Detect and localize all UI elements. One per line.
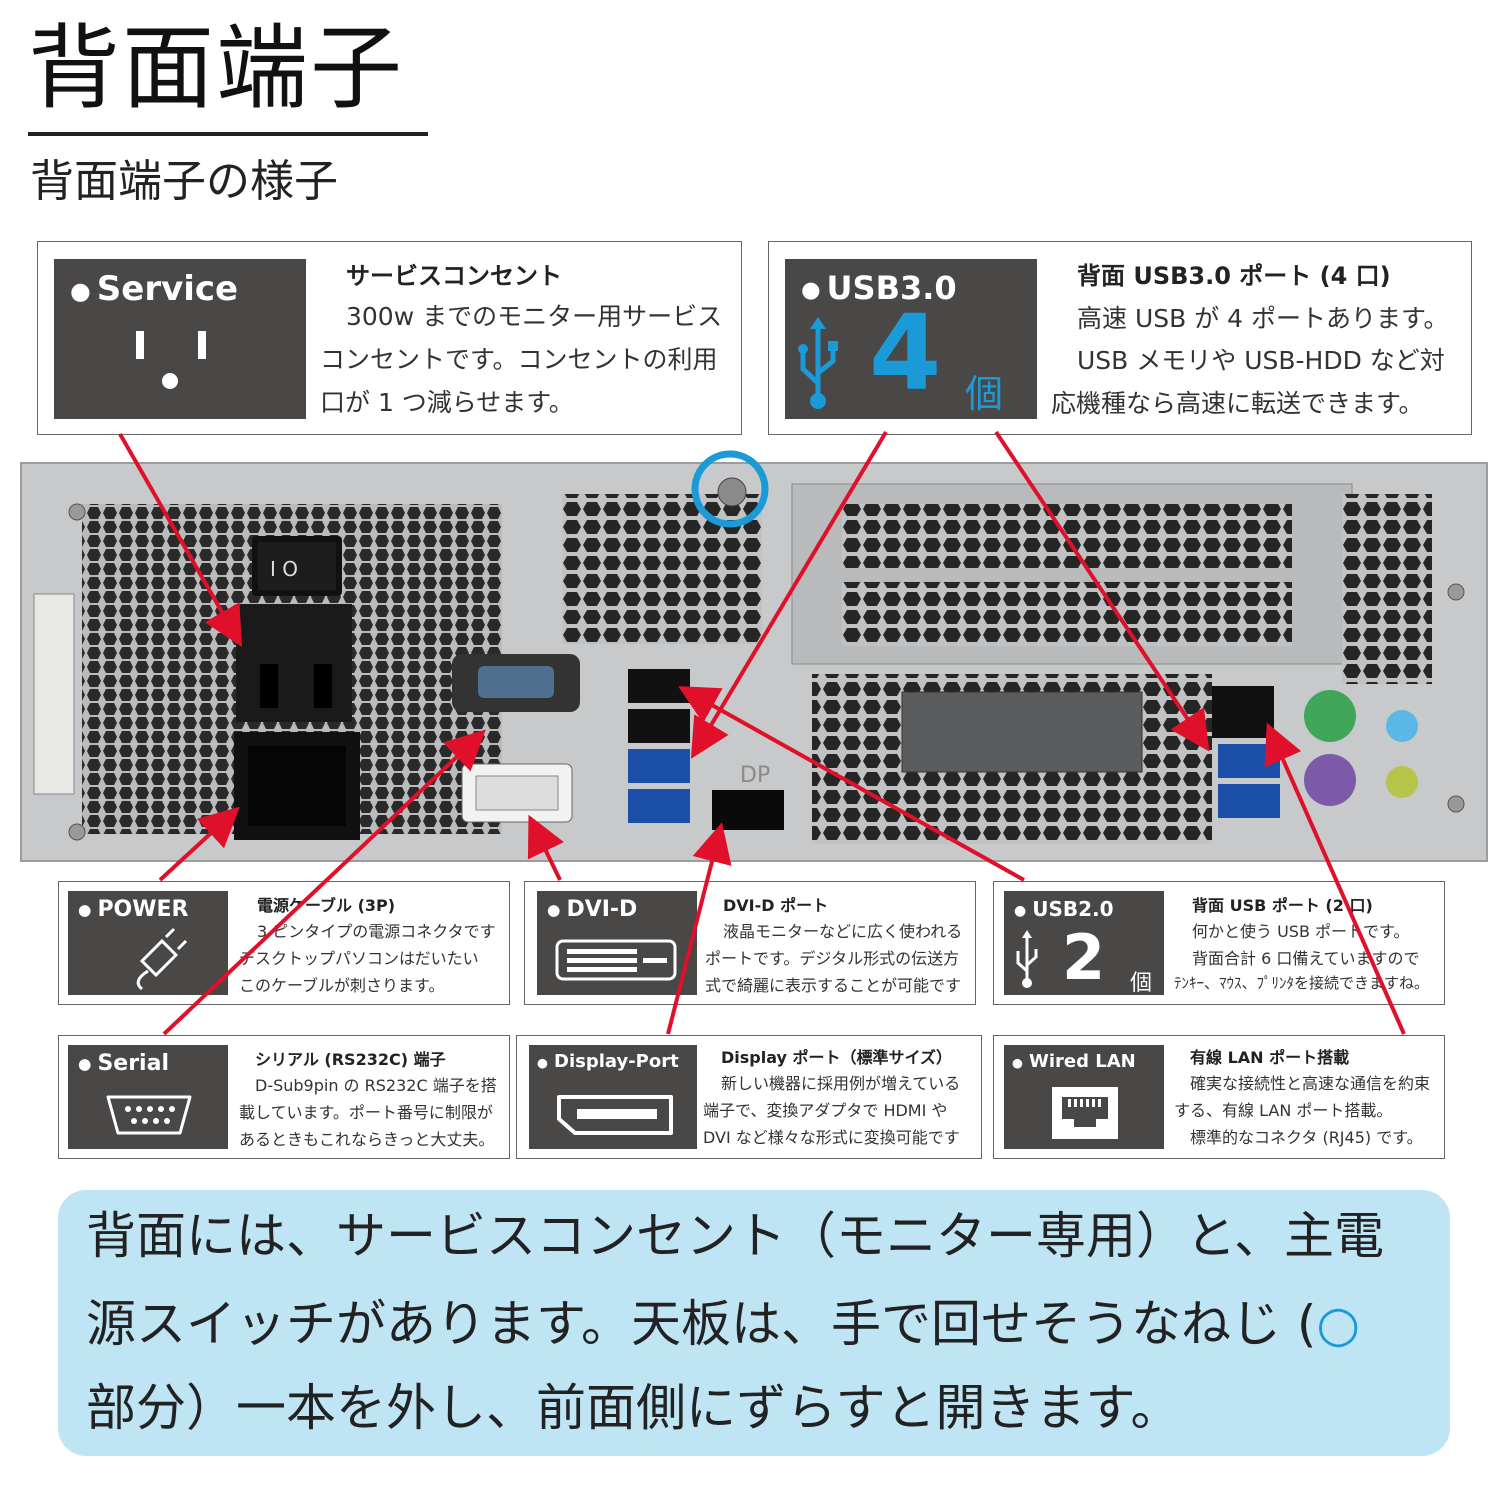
serial-line-3: あるときもこれならきっと大丈夫。 [239, 1130, 495, 1149]
dvid-line-3: 式で綺麗に表示することが可能です [705, 976, 962, 995]
card-serial: Serial シリアル (RS232C) 端子 D-Sub9pin の RS23… [58, 1035, 510, 1159]
usb3-unit: 個 [965, 372, 1004, 416]
power-line-3: このケーブルが刺さります。 [239, 976, 445, 995]
serial-line-2: 載しています。ポート番号に制限が [239, 1103, 493, 1122]
dp-panel-label: DP [740, 763, 770, 788]
badge-label-displayport: Display-Port [537, 1051, 679, 1072]
usb2-unit: 個 [1130, 971, 1153, 996]
usb3-line-2: USB メモリや USB-HDD など対 [1077, 346, 1445, 375]
badge-dvid: DVI-D [537, 891, 697, 995]
lan-line-3: 標準的なコネクタ (RJ45) です。 [1190, 1128, 1423, 1147]
usb2-line-1: 何かと使う USB ポートです。 [1192, 922, 1410, 941]
badge-lan: Wired LAN [1004, 1045, 1164, 1149]
usb2-count: 2 [1062, 921, 1106, 994]
badge-usb3: USB3.0 4 個 [785, 259, 1037, 419]
usb-icon [1016, 930, 1038, 988]
power-line-1: 3 ピンタイプの電源コネクタです [257, 922, 496, 941]
serial-line-1: D-Sub9pin の RS232C 端子を搭 [255, 1076, 497, 1095]
usb2-line-2: 背面合計 6 口備えていますので [1192, 949, 1420, 968]
dvid-line-2: ポートです。デジタル形式の伝送方 [705, 949, 960, 968]
badge-service: Service [54, 259, 306, 419]
displayport-connector-icon [557, 1095, 673, 1135]
serial-connector-icon [106, 1095, 192, 1135]
title-underline [28, 132, 428, 136]
usb3-count: 4 [869, 292, 942, 414]
card-power: POWER 電源ケーブル (3P) 3 ピンタイプの電源コネクタです デスクトッ… [58, 881, 510, 1005]
displayport-heading: Display ポート（標準サイズ） [721, 1048, 953, 1067]
displayport-line-2: 端子で、変換アダプタで HDMI や [703, 1101, 948, 1120]
thumbscrew-highlight-ring [691, 450, 769, 528]
service-heading: サービスコンセント [346, 262, 562, 290]
badge-label-lan: Wired LAN [1012, 1051, 1136, 1072]
summary-line-2-text: 源スイッチがあります。天板は、手で回せそうなねじ ( [86, 1295, 1317, 1353]
lan-line-2: する、有線 LAN ポート搭載。 [1174, 1101, 1393, 1120]
usb2-heading: 背面 USB ポート (2 口) [1192, 896, 1373, 915]
dvi-connector-icon [555, 939, 677, 981]
displayport-line-1: 新しい機器に採用例が増えている [721, 1074, 961, 1093]
lan-line-1: 確実な接続性と高速な通信を約束 [1190, 1074, 1431, 1093]
displayport-line-3: DVI など様々な形式に変換可能です [703, 1128, 960, 1147]
badge-label-dvid: DVI-D [547, 897, 637, 922]
page-title: 背面端子 [28, 15, 405, 122]
card-service: Service サービスコンセント 300w までのモニター用サービス コンセン… [37, 241, 742, 435]
power-plug-icon [136, 927, 188, 991]
card-displayport: Display-Port Display ポート（標準サイズ） 新しい機器に採用… [516, 1035, 982, 1159]
badge-label-service: Service [70, 269, 238, 309]
badge-usb2: USB2.0 2 個 [1004, 891, 1164, 996]
lan-port-icon [1052, 1087, 1118, 1139]
badge-label-power: POWER [78, 897, 188, 922]
summary-box: 背面には、サービスコンセント（モニター専用）と、主電 源スイッチがあります。天板… [58, 1190, 1450, 1456]
badge-power: POWER [68, 891, 228, 995]
badge-displayport: Display-Port [529, 1045, 697, 1149]
summary-line-3: 部分）一本を外し、前面側にずらすと開きます。 [86, 1379, 1181, 1437]
serial-heading: シリアル (RS232C) 端子 [255, 1050, 446, 1069]
power-line-2: デスクトップパソコンはだいたい [239, 949, 479, 968]
card-lan: Wired LAN 有線 LAN ポート搭載 確実な接続性と高速な通信を約束 す… [993, 1035, 1445, 1159]
usb3-heading: 背面 USB3.0 ポート (4 口) [1077, 262, 1391, 290]
usb3-line-3: 応機種なら高速に転送できます。 [1051, 389, 1424, 418]
usb3-line-1: 高速 USB が 4 ポートあります。 [1077, 304, 1449, 333]
usb2-line-3: ﾃﾝｷｰ、ﾏｳｽ、ﾌﾟﾘﾝﾀを接続できますね。 [1174, 974, 1430, 992]
outlet-icon [136, 331, 206, 389]
page-subtitle: 背面端子の様子 [30, 156, 338, 207]
dvid-heading: DVI-D ポート [723, 896, 829, 915]
lan-heading: 有線 LAN ポート搭載 [1190, 1048, 1350, 1067]
summary-line-1: 背面には、サービスコンセント（モニター専用）と、主電 [86, 1207, 1384, 1265]
power-heading: 電源ケーブル (3P) [257, 896, 396, 915]
service-line-1: 300w までのモニター用サービス [346, 302, 723, 331]
badge-label-usb2: USB2.0 [1014, 897, 1113, 921]
badge-serial: Serial [68, 1045, 228, 1149]
switch-mark: I O [270, 557, 298, 581]
badge-label-usb3: USB3.0 [801, 269, 957, 307]
card-usb2: USB2.0 2 個 背面 USB ポート (2 口) 何かと使う USB ポー… [993, 881, 1445, 1005]
service-line-2: コンセントです。コンセントの利用 [320, 345, 718, 374]
usb-icon [798, 317, 838, 409]
dvid-line-1: 液晶モニターなどに広く使われる [723, 922, 963, 941]
badge-label-serial: Serial [78, 1051, 169, 1076]
card-usb3: USB3.0 4 個 背面 USB3.0 ポート (4 口) 高速 USB が … [768, 241, 1472, 435]
summary-ring-mark: ○ [1316, 1295, 1361, 1353]
summary-line-2: 源スイッチがあります。天板は、手で回せそうなねじ (○ [86, 1294, 1360, 1354]
card-dvid: DVI-D DVI-D ポート 液晶モニターなどに広く使われる ポートです。デジ… [524, 881, 976, 1005]
service-line-3: 口が 1 つ減らせます。 [320, 388, 574, 417]
